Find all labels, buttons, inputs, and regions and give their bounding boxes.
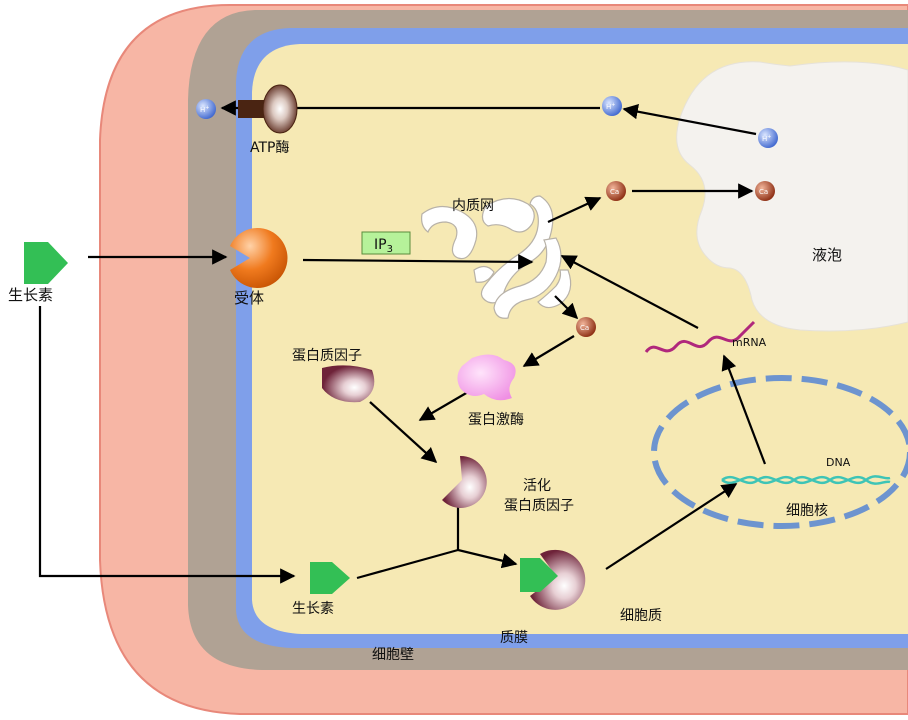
atp-enzyme-label: ATP酶: [250, 140, 289, 156]
endoplasmic-reticulum: [421, 195, 572, 319]
protein-kinase-shape: [457, 354, 516, 401]
er-label: 内质网: [452, 198, 494, 214]
protein-factor-shape: [322, 365, 375, 403]
atp-enzyme: [238, 84, 298, 134]
plasma-membrane-label: 质膜: [500, 630, 528, 646]
ip3-label: IP3: [374, 237, 393, 255]
svg-text:Ca: Ca: [580, 324, 589, 332]
svg-text:H+: H+: [762, 134, 771, 143]
arrow-auxin-down-to-cell: [38, 306, 296, 584]
ip3-box: [361, 231, 411, 255]
arrow-kinase-to-activated: [418, 391, 469, 421]
ca-ion-bottom: Ca: [576, 317, 596, 337]
auxin-outside-label: 生长素: [8, 286, 53, 304]
mrna-strand: [644, 320, 756, 354]
protein-kinase-label: 蛋白激酶: [468, 411, 524, 428]
arrows: [38, 100, 767, 584]
vacuole-label: 液泡: [812, 246, 842, 264]
auxin-inside-label: 生长素: [292, 601, 334, 617]
svg-text:Ca: Ca: [610, 188, 619, 196]
ca-ion-vacuole: Ca: [755, 181, 775, 201]
svg-text:H+: H+: [606, 102, 615, 111]
arrow-dna-to-mrna: [721, 354, 767, 465]
arrow-complex-to-dna: [605, 483, 738, 570]
receptor-label: 受体: [234, 289, 264, 307]
receptor-shape: [230, 228, 288, 288]
arrow-er-to-ca-bottom: [554, 295, 579, 320]
dna-label: DNA: [826, 456, 851, 469]
h-ion-cytoplasm: H+: [602, 96, 622, 116]
arrow-receptor-to-er: [302, 254, 534, 270]
svg-text:Ca: Ca: [759, 188, 768, 196]
svg-text:H+: H+: [200, 105, 209, 114]
auxin-protein-complex: [520, 549, 586, 610]
protein-factor-label: 蛋白质因子: [292, 348, 362, 364]
arrow-er-to-ca-top: [547, 196, 602, 223]
dna-helix: [721, 475, 891, 485]
arrow-auxin-to-complex: [356, 548, 459, 580]
auxin-outside-shape: [24, 242, 68, 284]
nucleus-envelope: [651, 375, 908, 529]
activated-label-line2: 蛋白质因子: [504, 498, 574, 514]
activated-protein-factor-shape: [442, 455, 487, 508]
h-ion-outside: H+: [196, 99, 216, 119]
ca-ion-top: Ca: [606, 181, 626, 201]
arrow-ca-to-kinase: [522, 335, 575, 367]
arrow-vacuole-h-to-cytoplasm: [622, 104, 757, 136]
auxin-inside-shape: [310, 562, 350, 594]
cytoplasm-label: 细胞质: [620, 608, 662, 624]
h-ion-vacuole: H+: [758, 128, 778, 148]
arrow-mrna-to-er: [560, 255, 699, 329]
cell-wall-label: 细胞壁: [372, 647, 414, 663]
nucleus-label: 细胞核: [786, 503, 828, 519]
activated-label-line1: 活化: [523, 478, 551, 494]
mrna-label: mRNA: [732, 336, 767, 349]
arrow-factor-to-activated: [369, 401, 438, 464]
